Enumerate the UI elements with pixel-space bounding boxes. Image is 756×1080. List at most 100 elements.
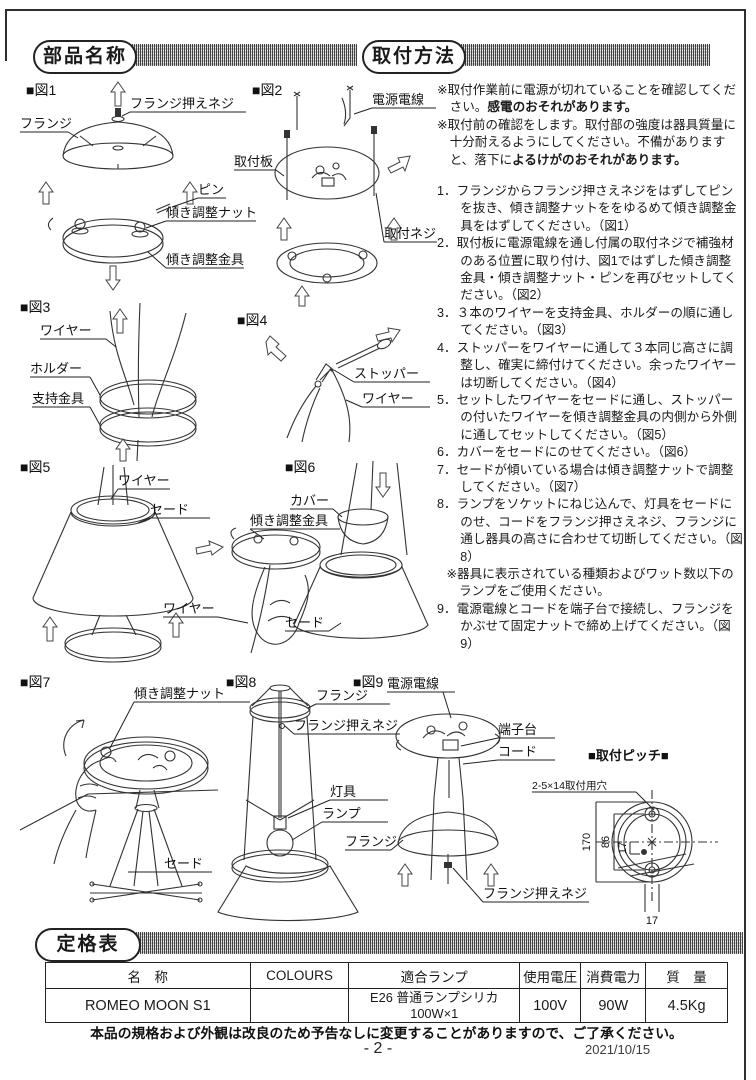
warning-2-mark: ※ (437, 117, 448, 132)
fig5-label-shade: セード (150, 502, 189, 517)
pitch-dim-86: 86 (600, 836, 612, 848)
figure-5-drawing: ワイヤー セード 傾き調整金具 ワイヤー (32, 465, 340, 663)
table-row: ROMEO MOON S1 E26 普通ランプシリカ 100W×1 100V 9… (45, 988, 728, 1023)
figure-3: ■図3 ワイヤー ホルダー 支持金具 (18, 295, 243, 465)
lamp-note: ※器具に表示されている種類およびワット数以下のランプをご使用ください。 (437, 566, 743, 601)
cell-colours (249, 988, 350, 1023)
step-7-text: セードが傾いている場合は傾き調整ナットで調整してください。（図7） (456, 462, 734, 494)
page-number: - 2 - (363, 1040, 393, 1057)
fig3-label-holder: ホルダー (30, 361, 82, 376)
warning-2-bold: よるけがのおそれがあります。 (512, 152, 687, 167)
step-9-num: 9． (437, 601, 457, 616)
fig2-label-mount-screw: 取付ネジ (384, 226, 436, 241)
step-3-text: ３本のワイヤーを支持金具、ホルダーの順に通してください。（図3） (456, 305, 734, 338)
footer-note: 本品の規格および外観は改良のため予告なしに変更することがありますので、ご了承くだ… (90, 1026, 683, 1041)
warning-1: ※取付作業前に電源が切れていることを確認してください。感電のおそれがあります。 (437, 82, 743, 117)
rating-table: 名 称 COLOURS 適合ランプ 使用電圧 消費電力 質 量 ROMEO MO… (45, 962, 728, 1023)
figure-8-drawing: フランジ フランジ押えネジ 灯具 ランプ (217, 684, 400, 922)
col-header-power: 消費電力 (580, 962, 647, 989)
fig3-label-wire: ワイヤー (40, 323, 92, 338)
fig2-label-mount-plate: 取付板 (234, 154, 273, 169)
lamp-note-text: 器具に表示されている種類およびワット数以下のランプをご使用ください。 (457, 566, 734, 599)
col-header-colours: COLOURS (249, 962, 350, 989)
figure-9: ■図9 電源電線 端子台 コード (343, 668, 593, 926)
step-4: 4．ストッパーをワイヤーに通して３本同じ高さに調整し、確実に締付けてください。余… (437, 340, 743, 392)
step-3: 3．３本のワイヤーを支持金具、ホルダーの順に通してください。（図3） (437, 305, 743, 340)
fig5-label-wire-low: ワイヤー (163, 601, 215, 616)
pitch-dim-170: 170 (581, 833, 593, 851)
figure-7-title: ■図7 (20, 674, 51, 690)
fig9-label-flange-screw: フランジ押えネジ (483, 886, 587, 901)
page-border-right (744, 9, 746, 1080)
cell-lamp-line1: E26 普通ランプシリカ (370, 990, 499, 1006)
fig7-label-shade: セード (164, 856, 203, 871)
step-1-text: フランジからフランジ押さえネジをはずしてピンを抜き、傾き調整ナットををゆるめて傾… (456, 184, 737, 233)
fig9-label-flange: フランジ (345, 834, 397, 849)
step-6: 6．カバーをセードにのせてください。（図6） (437, 444, 743, 461)
fig9-label-power-wire: 電源電線 (387, 676, 439, 691)
hatch-band-install (459, 44, 710, 66)
figure-5: ■図5 (18, 455, 348, 670)
col-header-weight: 質 量 (645, 962, 728, 989)
figure-2: ■図2 電源電線 取付板 (232, 78, 437, 308)
document-date: 2021/10/15 (585, 1042, 651, 1057)
step-2-text: 取付板に電源電線を通し付属の取付ネジで補強材のある位置に取り付け、図1ではずした… (456, 236, 737, 303)
fig1-label-tilt-nut: 傾き調整ナット (166, 205, 257, 220)
step-9-text: 電源電線とコードを端子台で接続し、フランジをかぶせて固定ナットで締め上げてくださ… (456, 601, 734, 651)
figure-8-title: ■図8 (226, 674, 257, 690)
figure-7-drawing: 傾き調整ナット セード (19, 686, 250, 903)
pitch-drawing: ■取付ピッチ■ 2-5×14取付用穴 170 (532, 748, 718, 927)
step-3-num: 3． (437, 305, 457, 320)
section-title-install: 取付方法 (362, 40, 466, 74)
fig5-label-wire-top: ワイヤー (118, 473, 170, 488)
warning-1-bold: 感電のおそれがあります。 (487, 100, 638, 115)
step-4-num: 4． (437, 340, 457, 355)
install-instructions: ※取付作業前に電源が切れていることを確認してください。感電のおそれがあります。 … (437, 82, 743, 653)
figure-5-title: ■図5 (20, 459, 51, 475)
fig2-label-power-wire: 電源電線 (372, 92, 424, 107)
figure-2-title: ■図2 (252, 82, 283, 98)
fig1-label-flange-screw: フランジ押えネジ (130, 96, 234, 111)
fig7-label-tilt-nut: 傾き調整ナット (134, 686, 225, 701)
fig6-label-shade: セード (285, 615, 324, 630)
figure-1-title: ■図1 (26, 82, 57, 98)
cell-product-name: ROMEO MOON S1 (45, 988, 251, 1023)
pitch-dim-17: 17 (617, 842, 629, 854)
pitch-hole-label: 2-5×14取付用穴 (532, 779, 607, 792)
step-6-text: カバーをセードにのせてください。（図6） (456, 445, 697, 460)
pitch-dim-17-bottom: 17 (646, 915, 658, 927)
figure-9-drawing: 電源電線 端子台 コード フランジ フランジ押えネジ (345, 676, 589, 903)
cell-lamp-line2: 100W×1 (410, 1005, 459, 1021)
step-5-num: 5． (437, 392, 457, 407)
fig6-label-cover: カバー (290, 493, 329, 508)
step-8-num: 8． (437, 497, 457, 512)
col-header-lamp: 適合ランプ (348, 962, 520, 989)
step-5-text: セットしたワイヤーをセードに通し、ストッパーの付いたワイヤーを傾き調整金具の内側… (456, 392, 737, 442)
step-7-num: 7． (437, 462, 457, 477)
warning-2-text: 取付前の確認をします。取付部の強度は器具質量に十分耐えるようにしてください。不備… (447, 117, 736, 167)
fig8-label-flange: フランジ (316, 688, 368, 703)
col-header-voltage: 使用電圧 (518, 962, 582, 989)
fig4-label-stopper: ストッパー (354, 366, 419, 381)
step-2: 2．取付板に電源電線を通し付属の取付ネジで補強材のある位置に取り付け、図1ではず… (437, 235, 743, 305)
figure-6-drawing: カバー セード (285, 460, 429, 639)
fig8-label-fixture: 灯具 (330, 784, 356, 799)
hatch-band-parts (130, 44, 357, 66)
figure-6: ■図6 カバー セード (285, 455, 435, 670)
figure-3-drawing: ワイヤー ホルダー 支持金具 (30, 302, 197, 462)
step-7: 7．セードが傾いている場合は傾き調整ナットで調整してください。（図7） (437, 462, 743, 497)
fig9-label-cord: コード (498, 744, 537, 759)
cell-lamp: E26 普通ランプシリカ 100W×1 (348, 988, 520, 1023)
lamp-note-mark: ※ (446, 566, 458, 581)
fig1-label-tilt-bracket: 傾き調整金具 (166, 252, 244, 267)
section-title-parts: 部品名称 (33, 40, 137, 74)
step-1: 1．フランジからフランジ押さえネジをはずしてピンを抜き、傾き調整ナットををゆるめ… (437, 183, 743, 235)
step-2-num: 2． (437, 236, 457, 251)
cell-voltage: 100V (518, 988, 582, 1023)
cell-power: 90W (580, 988, 647, 1023)
warning-1-mark: ※ (437, 83, 448, 97)
warning-1-text: 取付作業前に電源が切れていることを確認してください。 (447, 83, 737, 115)
warning-2: ※取付前の確認をします。取付部の強度は器具質量に十分耐えるようにしてください。不… (437, 117, 743, 169)
fig5-label-tilt-bracket: 傾き調整金具 (250, 513, 328, 528)
